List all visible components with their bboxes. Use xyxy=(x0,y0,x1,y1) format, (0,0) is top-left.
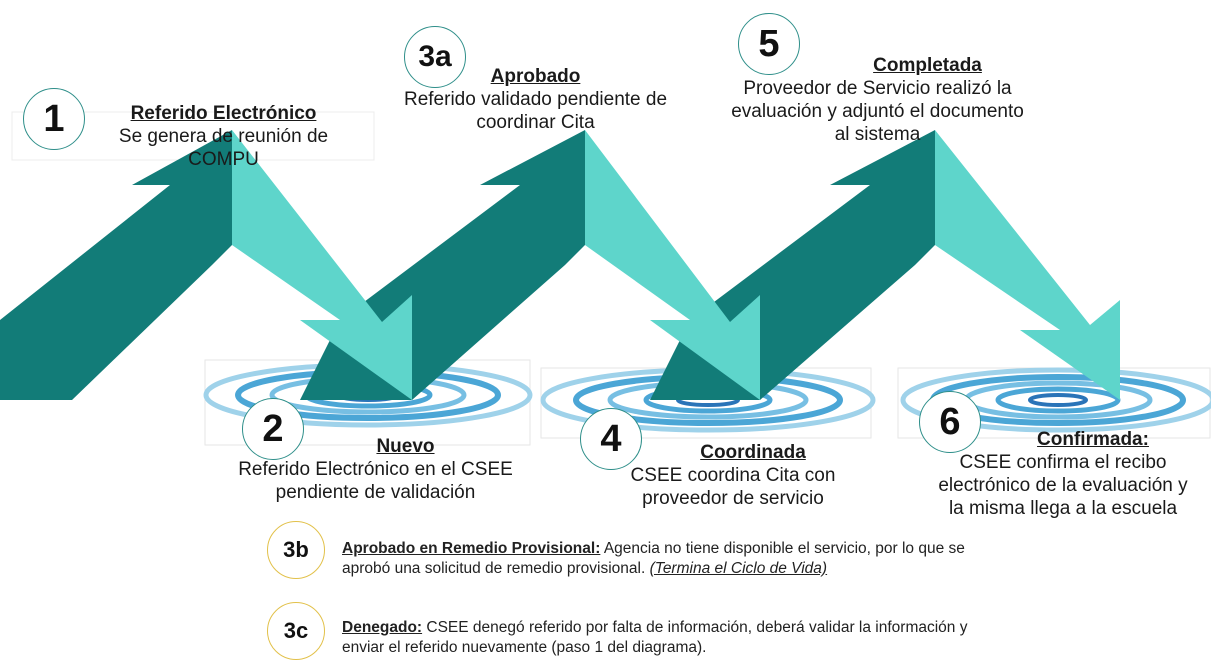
step-3a-desc-line: coordinar Cita xyxy=(476,112,595,133)
step-3a-title: Aprobado xyxy=(490,66,581,87)
arrow-down-2 xyxy=(585,130,760,400)
arrow-down-1 xyxy=(232,130,412,400)
step-6-title: Confirmada: xyxy=(1037,429,1149,450)
note-3c-text: Denegado: CSEE denegó referido por falta… xyxy=(342,618,982,658)
step-6-desc-line: la misma llega a la escuela xyxy=(948,498,1178,519)
step-5-desc-line: al sistema xyxy=(834,124,921,145)
step-6-text: Confirmada: CSEE confirma el recibo elec… xyxy=(918,428,1208,520)
step-5-desc-line: Proveedor de Servicio realizó la xyxy=(743,78,1012,99)
note-3c-body: CSEE denegó referido por falta de inform… xyxy=(342,619,968,656)
step-5-text: Completada Proveedor de Servicio realizó… xyxy=(700,54,1055,146)
arrow-up-3 xyxy=(650,130,935,400)
step-1-desc-line: Se genera de reunión de xyxy=(118,126,329,147)
step-5-desc-line: evaluación y adjuntó el documento xyxy=(731,101,1024,122)
step-1-text: Referido Electrónico Se genera de reunió… xyxy=(96,102,351,171)
note-3b-body: Agencia no tiene disponible el servicio,… xyxy=(342,540,965,577)
note-3b-text: Aprobado en Remedio Provisional: Agencia… xyxy=(342,539,972,579)
step-5-circle: 5 xyxy=(738,13,800,75)
step-1-title: Referido Electrónico xyxy=(130,103,317,124)
note-3b-title: Aprobado en Remedio Provisional: xyxy=(342,540,601,557)
note-3c-circle: 3c xyxy=(267,602,325,660)
arrow-down-3 xyxy=(935,130,1120,400)
step-4-title: Coordinada xyxy=(700,442,806,463)
step-2-circle: 2 xyxy=(242,398,304,460)
step-3a-text: Aprobado Referido validado pendiente de … xyxy=(378,65,693,134)
step-4-desc-line: proveedor de servicio xyxy=(642,488,824,509)
step-4-text: Coordinada CSEE coordina Cita con provee… xyxy=(598,441,868,510)
step-4-circle: 4 xyxy=(580,408,642,470)
step-2-desc-line: pendiente de validación xyxy=(275,482,476,503)
step-2-desc-line: Referido Electrónico en el CSEE xyxy=(238,459,513,480)
note-3b-circle: 3b xyxy=(267,521,325,579)
step-1-circle: 1 xyxy=(23,88,85,150)
step-2-title: Nuevo xyxy=(376,436,435,457)
step-1-desc-line: COMPU xyxy=(188,149,259,170)
step-5-title: Completada xyxy=(873,55,982,76)
step-3a-desc-line: Referido validado pendiente de xyxy=(403,89,668,110)
note-3c-title: Denegado: xyxy=(342,619,423,636)
step-4-desc-line: CSEE coordina Cita con xyxy=(630,465,836,486)
arrow-up-1 xyxy=(0,130,232,400)
step-2-text: Nuevo Referido Electrónico en el CSEE pe… xyxy=(208,435,543,504)
step-6-desc-line: electrónico de la evaluación y xyxy=(938,475,1188,496)
step-6-desc-line: CSEE confirma el recibo xyxy=(959,452,1167,473)
note-3b-italic: (Termina el Ciclo de Vida) xyxy=(649,560,828,577)
step-3a-circle: 3a xyxy=(404,26,466,88)
step-6-circle: 6 xyxy=(919,391,981,453)
